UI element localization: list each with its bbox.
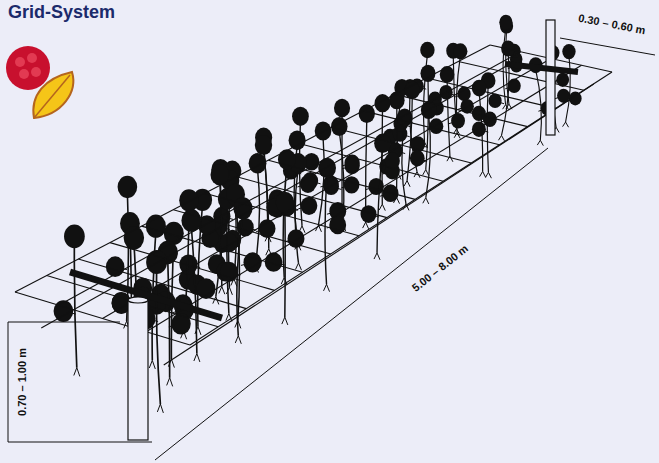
cane-stem — [407, 95, 412, 181]
trellis-posts — [70, 20, 578, 440]
cane-root — [503, 105, 509, 110]
cane-root — [219, 287, 225, 295]
cross-wire — [205, 193, 359, 236]
cane-root — [74, 368, 80, 377]
leaf — [334, 99, 350, 118]
cane-root — [149, 360, 155, 369]
cane-root — [423, 170, 429, 176]
leaf — [344, 176, 360, 193]
lower-wire — [41, 65, 508, 328]
cane-root — [324, 284, 330, 291]
cross-wire — [110, 243, 274, 291]
leaf — [374, 134, 391, 153]
leaf — [292, 107, 309, 126]
cane-root — [363, 222, 369, 229]
wire-grid — [15, 45, 612, 365]
leaf — [287, 229, 304, 248]
leaf — [118, 176, 138, 199]
leaf — [171, 313, 190, 334]
leaf — [315, 121, 332, 140]
dimension-lines — [8, 38, 655, 460]
cross-wire — [300, 144, 443, 181]
leaf — [453, 43, 467, 59]
leaf — [562, 44, 575, 59]
leaf — [472, 80, 487, 97]
leaf — [457, 87, 470, 102]
leaf — [420, 42, 434, 59]
raspberry-icon — [6, 46, 73, 118]
long-wire — [59, 52, 521, 306]
leaf — [368, 178, 384, 195]
cane-root — [379, 204, 385, 210]
leaf — [64, 224, 85, 248]
cane-root — [563, 122, 569, 127]
cross-wire — [458, 61, 584, 90]
cross-wire — [427, 78, 556, 108]
cane-root — [498, 135, 504, 140]
dimension-label: 0.70 – 1.00 m — [16, 346, 28, 418]
leaf — [301, 197, 318, 215]
cross-wire — [363, 111, 499, 145]
dimension-label: 5.00 – 8.00 m — [408, 241, 472, 295]
cane-root — [296, 263, 302, 270]
leaf — [429, 118, 443, 134]
long-wire — [146, 65, 581, 332]
cross-wire — [142, 226, 303, 272]
leaf — [410, 150, 425, 166]
leaf — [146, 215, 166, 238]
leaf — [472, 121, 486, 136]
lower-wire — [164, 84, 594, 365]
cane-stem — [402, 122, 406, 204]
diagram-title: Grid-System — [8, 2, 115, 23]
dimension-label: 0.30 – 0.60 m — [576, 11, 649, 36]
leaf — [405, 81, 420, 99]
cross-wire — [173, 210, 330, 254]
cane-stem — [295, 168, 298, 263]
cross-wire — [268, 160, 415, 199]
cane-root — [537, 140, 543, 145]
cane-root — [404, 181, 410, 187]
cane-stem — [487, 85, 488, 172]
leaf — [259, 219, 276, 238]
long-wire — [15, 45, 490, 292]
cane-root — [374, 253, 380, 260]
cane-root — [167, 378, 173, 387]
leaf — [249, 153, 267, 173]
cane-root — [485, 172, 491, 178]
leaf — [508, 79, 521, 94]
cane-stem — [191, 226, 197, 353]
leaf — [255, 135, 272, 155]
leaf — [499, 15, 512, 30]
cane-root — [423, 198, 429, 204]
leaf — [179, 189, 198, 211]
cross-wire — [237, 177, 387, 218]
cane-root — [235, 336, 241, 344]
cane-root — [282, 317, 288, 325]
leaf — [197, 278, 216, 299]
cane-stem — [479, 93, 482, 172]
cross-wire — [395, 94, 528, 126]
cane-root — [194, 354, 200, 362]
cane-root — [480, 171, 486, 177]
cane-root — [157, 404, 163, 413]
cane-stem — [426, 78, 429, 170]
long-wire — [103, 59, 552, 319]
cane-stem — [284, 208, 286, 317]
cane-stem — [566, 56, 571, 122]
leaf — [289, 130, 306, 150]
leaf — [440, 66, 455, 83]
cane-stem — [227, 205, 229, 314]
